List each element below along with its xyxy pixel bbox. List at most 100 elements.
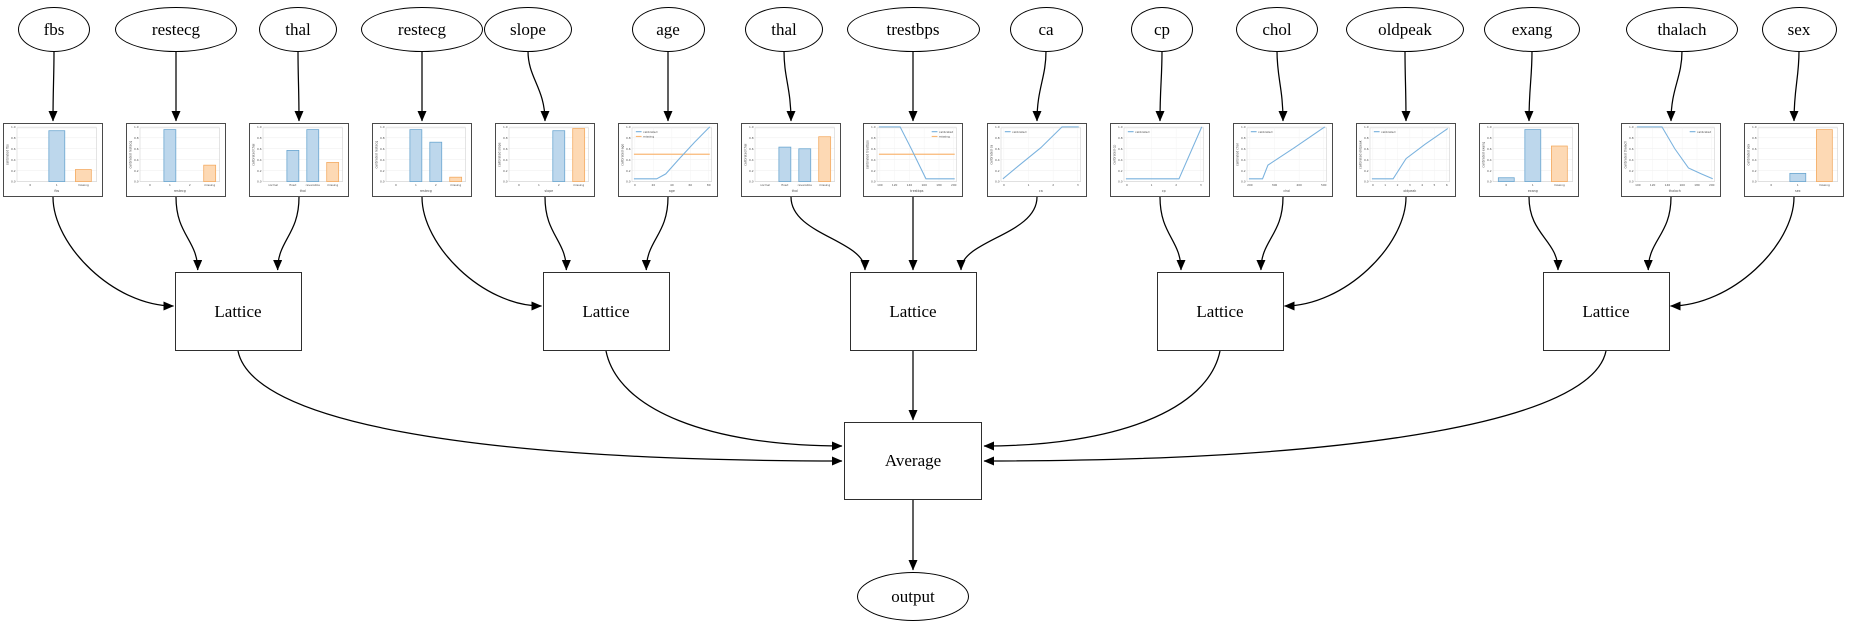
- y-tick-label: 0.0: [1752, 180, 1757, 184]
- x-tick-label: 500: [1321, 183, 1327, 187]
- y-tick-label: 0.2: [380, 169, 385, 173]
- x-tick-label: 2: [558, 183, 560, 187]
- x-tick-label: missing: [450, 183, 461, 187]
- y-tick-label: 0.4: [1487, 158, 1492, 162]
- bar: [449, 176, 463, 182]
- bar: [163, 129, 177, 182]
- y-tick-label: 1.0: [134, 125, 139, 129]
- x-tick-label: 200: [1247, 183, 1253, 187]
- feature-node-fbs-0: fbs: [18, 7, 90, 52]
- x-tick-label: 0: [634, 183, 636, 187]
- y-tick-label: 0.6: [749, 147, 754, 151]
- x-axis-label: slope: [544, 189, 553, 193]
- edge-arrow: [1524, 50, 1534, 122]
- bar: [818, 136, 832, 182]
- y-tick-label: 0.4: [257, 158, 262, 162]
- x-tick-label: 2: [435, 183, 437, 187]
- y-tick-label: 0.8: [1629, 136, 1634, 140]
- y-tick-label: 0.2: [1487, 169, 1492, 173]
- y-axis-label: calibrated chol: [1235, 143, 1239, 166]
- x-tick-label: 200: [951, 183, 957, 187]
- feature-label: oldpeak: [1378, 19, 1432, 39]
- y-axis-label: calibrated age: [620, 144, 624, 166]
- y-tick-label: 0.0: [380, 180, 385, 184]
- y-tick-label: 1.0: [1241, 125, 1246, 129]
- legend-label: calibrated: [1381, 130, 1396, 134]
- edge-arrow: [605, 350, 843, 451]
- x-tick-label: 1: [56, 183, 58, 187]
- edge-arrow: [641, 196, 669, 271]
- y-tick-label: 0.0: [1241, 180, 1246, 184]
- edge-arrow: [1670, 196, 1795, 311]
- x-tick-label: 3: [1200, 183, 1202, 187]
- y-tick-label: 0.4: [503, 158, 508, 162]
- feature-node-thal-6: thal: [745, 7, 823, 52]
- y-axis-label: calibrated restecg: [374, 141, 378, 169]
- y-tick-label: 0.6: [1241, 147, 1246, 151]
- bar: [778, 146, 792, 182]
- x-tick-label: normal: [760, 183, 770, 187]
- edge-arrow: [237, 350, 843, 466]
- legend-label: calibrated: [1012, 130, 1027, 134]
- legend-label: calibrated: [1135, 130, 1150, 134]
- x-tick-label: 0: [29, 183, 31, 187]
- calibrated-line: [1002, 126, 1079, 180]
- y-tick-label: 0.4: [626, 158, 631, 162]
- bar: [1551, 145, 1568, 182]
- x-tick-label: 60: [688, 183, 692, 187]
- lattice-label: Lattice: [1196, 301, 1244, 321]
- feature-label: thalach: [1657, 19, 1707, 39]
- x-tick-label: reversible: [306, 183, 320, 187]
- y-tick-label: 0.0: [257, 180, 262, 184]
- y-tick-label: 0.6: [11, 147, 16, 151]
- y-tick-label: 0.8: [380, 136, 385, 140]
- edge-arrow: [421, 196, 542, 311]
- feature-node-slope-4: slope: [484, 7, 572, 52]
- y-tick-label: 0.2: [995, 169, 1000, 173]
- y-tick-label: 0.4: [1364, 158, 1369, 162]
- x-tick-label: 2: [1175, 183, 1177, 187]
- edge-arrow: [783, 50, 796, 122]
- y-tick-label: 0.6: [626, 147, 631, 151]
- y-tick-label: 0.8: [257, 136, 262, 140]
- y-tick-label: 1.0: [1487, 125, 1492, 129]
- average-label: Average: [884, 451, 942, 470]
- x-axis-label: restecg: [174, 189, 186, 193]
- bar: [326, 162, 340, 182]
- lattice-label: Lattice: [582, 301, 630, 321]
- x-tick-label: 140: [907, 183, 913, 187]
- feature-label: thal: [285, 19, 311, 39]
- legend-label: missing: [939, 135, 950, 139]
- x-tick-label: 100: [1635, 183, 1641, 187]
- y-tick-label: 0.8: [1118, 136, 1123, 140]
- feature-node-cp-9: cp: [1131, 7, 1193, 52]
- edge-arrow: [983, 350, 1607, 466]
- y-tick-label: 0.2: [626, 169, 631, 173]
- x-tick-label: missing: [204, 183, 215, 187]
- y-axis-label: calibrated cp: [1112, 145, 1116, 165]
- feature-label: chol: [1262, 19, 1292, 39]
- edge-arrow: [1155, 50, 1165, 122]
- feature-node-sex-14: sex: [1761, 7, 1837, 52]
- y-tick-label: 0.8: [1364, 136, 1369, 140]
- x-axis-label: chol: [1283, 189, 1290, 193]
- y-tick-label: 0.0: [626, 180, 631, 184]
- x-tick-label: 300: [1272, 183, 1278, 187]
- bar: [409, 129, 423, 182]
- feature-label: age: [656, 19, 680, 39]
- feature-label: slope: [510, 19, 546, 39]
- y-tick-label: 1.0: [1364, 125, 1369, 129]
- y-tick-label: 0.2: [1752, 169, 1757, 173]
- y-tick-label: 0.4: [1752, 158, 1757, 162]
- feature-label: cp: [1153, 19, 1171, 39]
- bar: [429, 141, 443, 182]
- output-node: output: [857, 572, 969, 621]
